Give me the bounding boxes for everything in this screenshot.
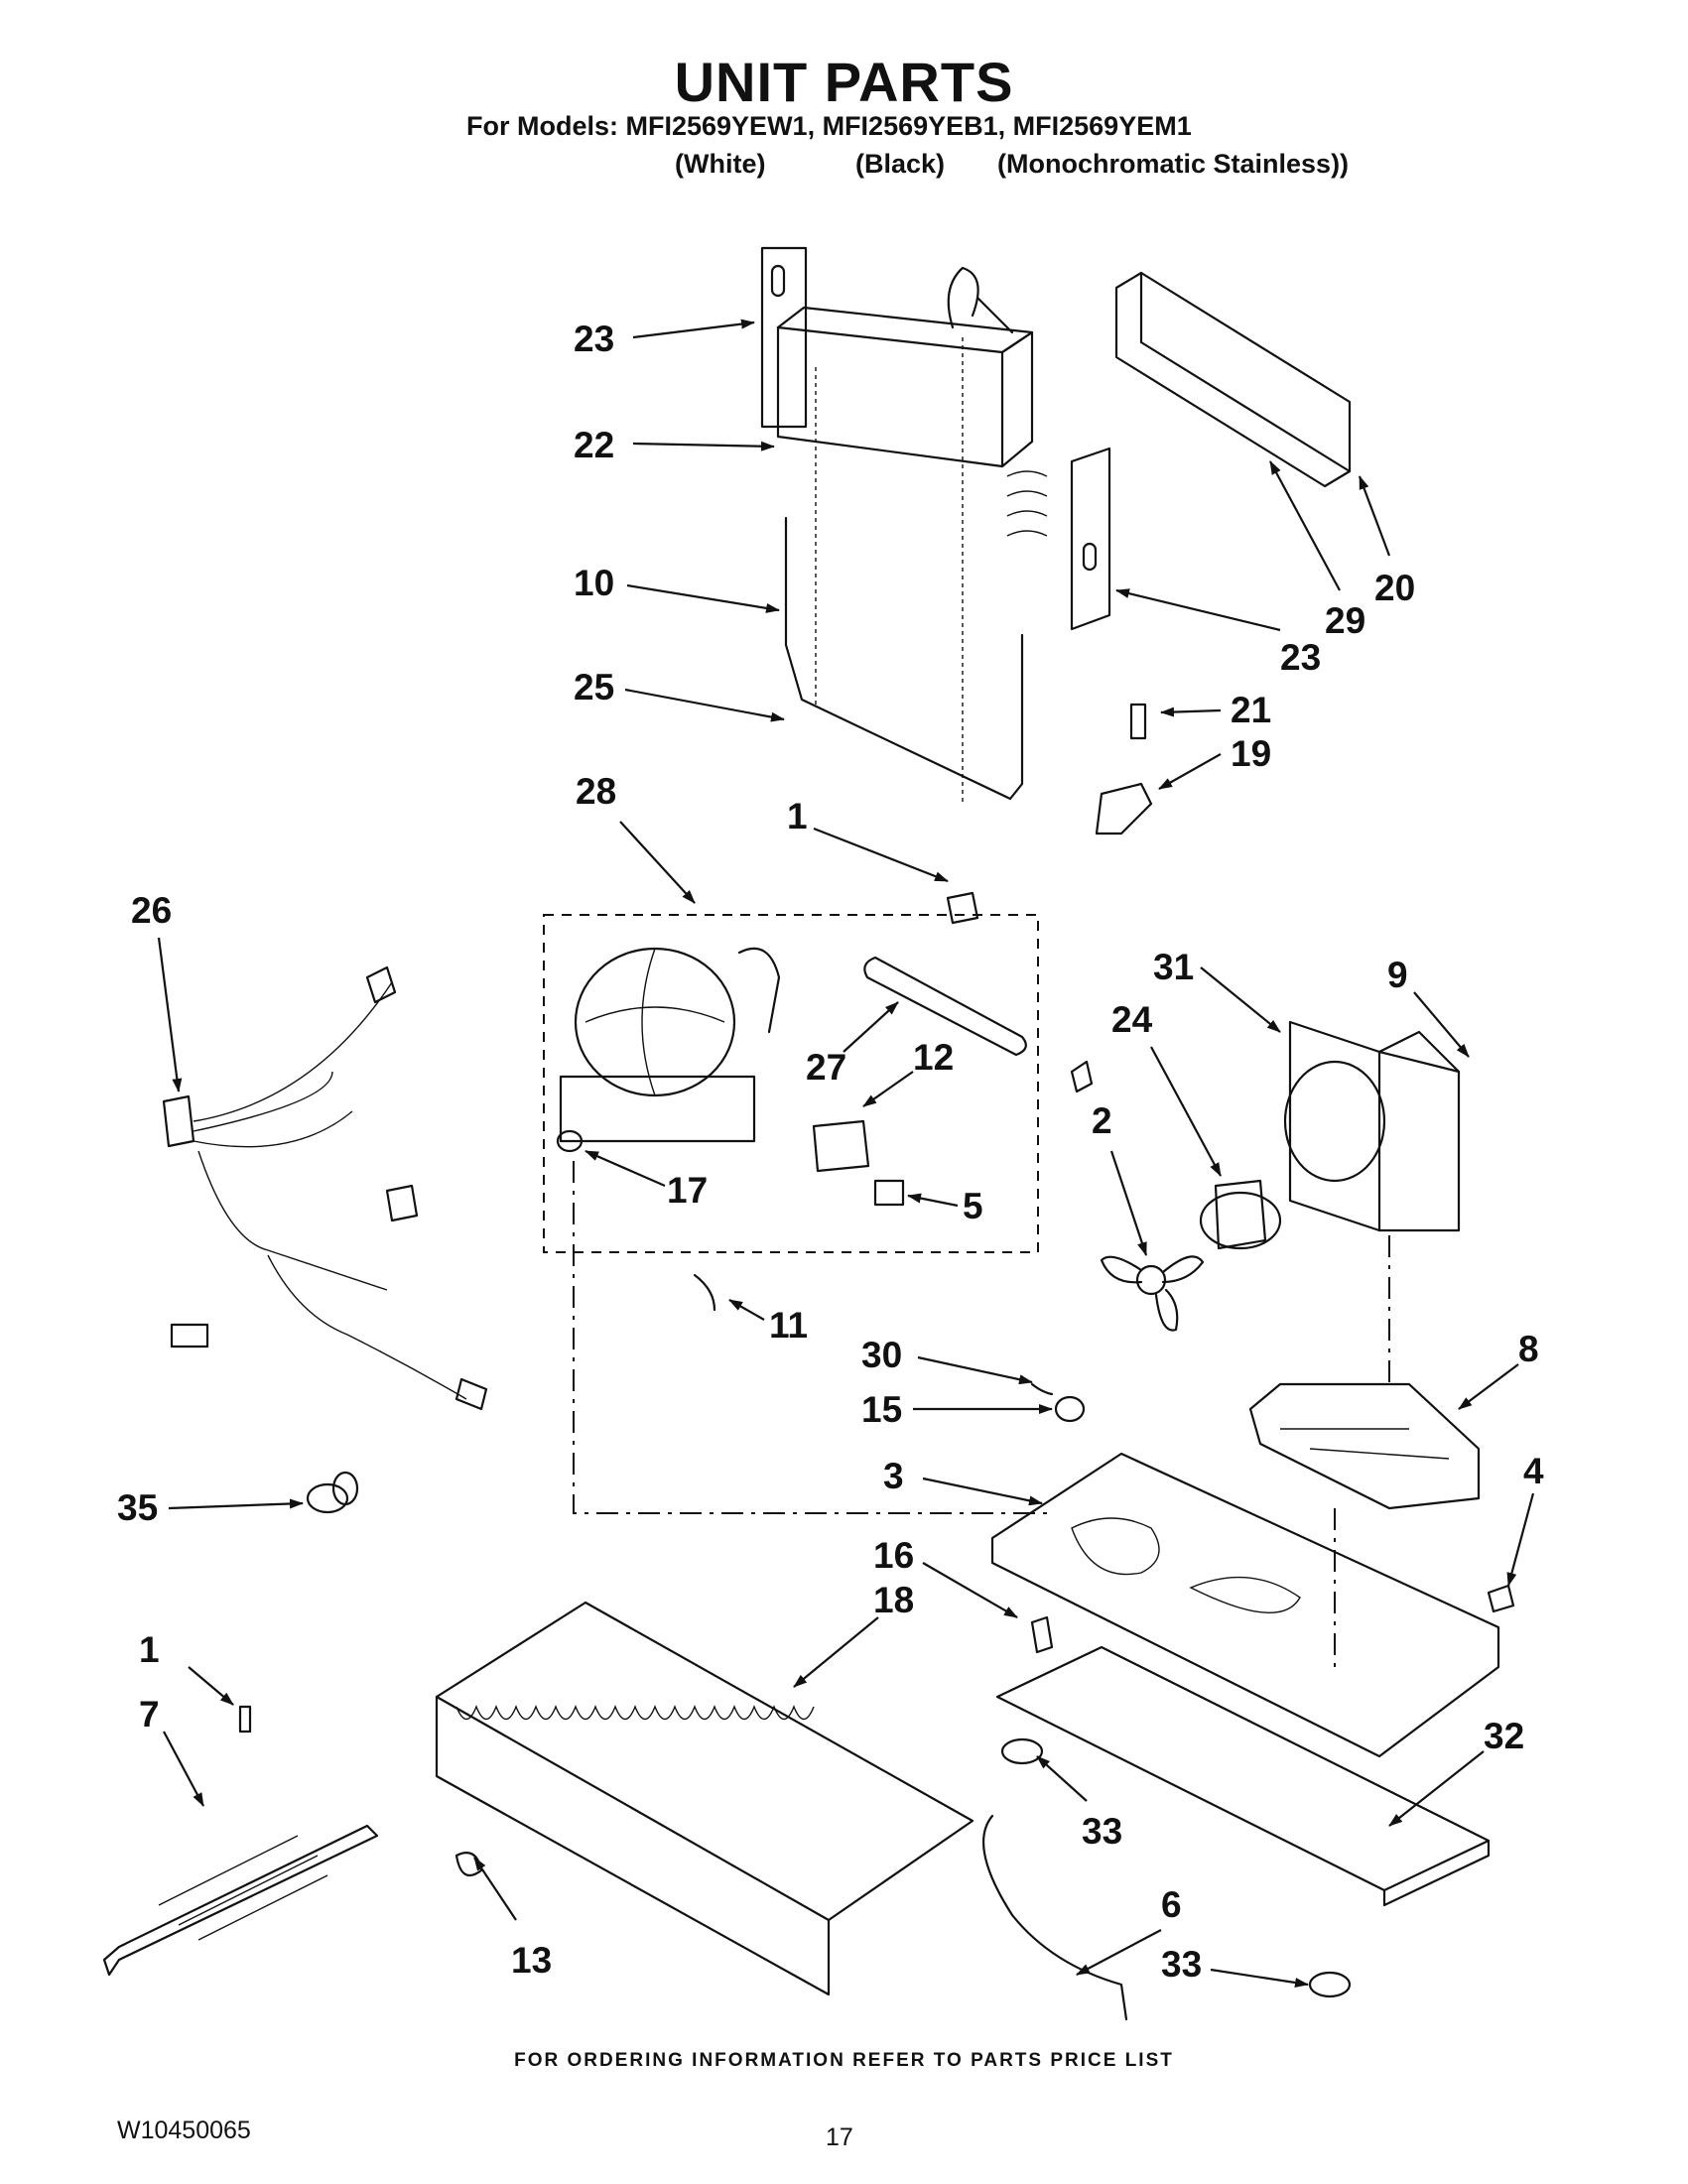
drain-tube-part xyxy=(981,1814,1128,2021)
callout-15: 15 xyxy=(861,1389,902,1430)
models-line: For Models: MFI2569YEW1, MFI2569YEB1, MF… xyxy=(466,111,1192,141)
grommet-part xyxy=(306,1471,359,1514)
mount-clip-part xyxy=(1095,703,1153,835)
defrost-heater-wire xyxy=(784,337,1024,804)
callout-12: 12 xyxy=(913,1037,954,1078)
base-plate-part xyxy=(990,1452,1500,1758)
callout-8: 8 xyxy=(1518,1329,1539,1369)
callout-1: 1 xyxy=(139,1629,160,1670)
callout-6: 6 xyxy=(1161,1884,1182,1925)
callout-5: 5 xyxy=(963,1186,983,1226)
callout-9: 9 xyxy=(1387,955,1408,995)
callout-3: 3 xyxy=(883,1456,904,1496)
callout-22: 22 xyxy=(574,425,614,465)
fan-motor-part xyxy=(1199,1179,1282,1250)
callout-21: 21 xyxy=(1231,690,1271,730)
variant-stainless: (Monochromatic Stainless)) xyxy=(997,149,1350,179)
document-number: W10450065 xyxy=(117,2117,251,2144)
callout-7: 7 xyxy=(139,1694,160,1734)
callout-labels: 23 22 10 25 28 1 20 29 23 21 19 26 31 9 … xyxy=(117,319,1544,1985)
page-number: 17 xyxy=(826,2123,853,2151)
callout-26: 26 xyxy=(131,890,172,931)
callout-32: 32 xyxy=(1484,1716,1524,1756)
callout-28: 28 xyxy=(576,771,616,812)
callout-30: 30 xyxy=(861,1335,902,1375)
ordering-note: FOR ORDERING INFORMATION REFER TO PARTS … xyxy=(514,2050,1174,2071)
compressor-assembly xyxy=(543,914,1039,1253)
callout-33: 33 xyxy=(1082,1811,1122,1852)
callout-19: 19 xyxy=(1231,733,1271,774)
callout-31: 31 xyxy=(1153,947,1194,987)
callout-20: 20 xyxy=(1374,568,1415,608)
callout-23: 23 xyxy=(574,319,614,359)
callout-23: 23 xyxy=(1280,637,1321,678)
callout-27: 27 xyxy=(806,1047,846,1088)
callout-10: 10 xyxy=(574,563,614,603)
callout-2: 2 xyxy=(1092,1100,1112,1141)
callout-17: 17 xyxy=(667,1170,708,1211)
callout-11: 11 xyxy=(769,1305,808,1346)
evaporator-coil xyxy=(435,1601,974,1996)
fan-blade-part xyxy=(1100,1255,1205,1332)
side-bracket-right xyxy=(1070,447,1111,631)
variant-white: (White) xyxy=(675,149,766,179)
drain-pan-tray xyxy=(995,1645,1491,1907)
page-title: UNIT PARTS xyxy=(674,51,1014,113)
wire-harness-part xyxy=(162,965,488,1411)
callout-13: 13 xyxy=(511,1940,552,1981)
callout-4: 4 xyxy=(1523,1451,1544,1491)
callout-25: 25 xyxy=(574,667,614,707)
variant-black: (Black) xyxy=(855,149,946,179)
callout-1: 1 xyxy=(787,796,808,836)
callout-18: 18 xyxy=(873,1580,914,1620)
small-fasteners xyxy=(454,891,1515,1998)
condenser-part xyxy=(760,246,1048,537)
fan-bracket-part xyxy=(1248,1382,1481,1510)
fan-shroud-part xyxy=(1283,1020,1461,1232)
callout-16: 16 xyxy=(873,1535,914,1576)
callout-leaders xyxy=(157,319,1535,1988)
callout-35: 35 xyxy=(117,1487,158,1528)
callout-24: 24 xyxy=(1111,999,1153,1040)
drain-trough-part xyxy=(1114,271,1352,488)
callout-33: 33 xyxy=(1161,1944,1202,1985)
callout-29: 29 xyxy=(1325,600,1365,641)
ground-wire-part xyxy=(102,1705,379,1977)
